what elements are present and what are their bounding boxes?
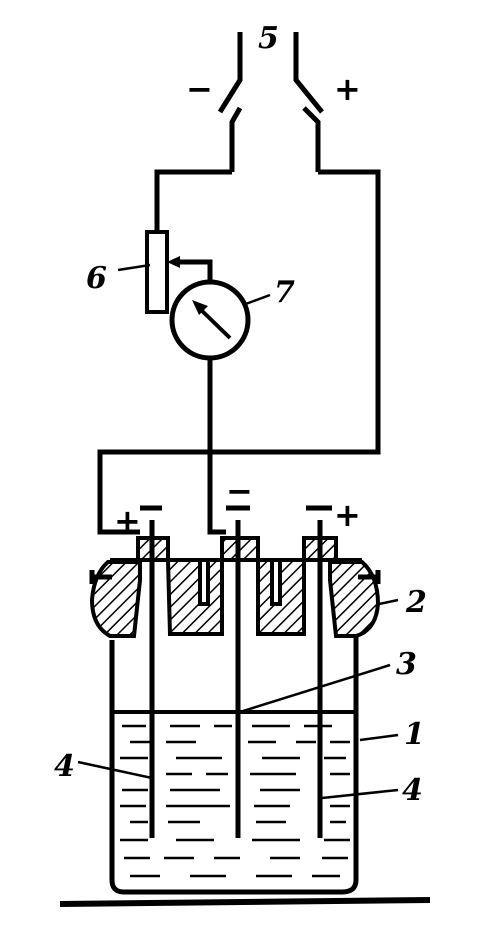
electrolyte-dashes: [120, 724, 350, 878]
label-stopper: 2: [405, 585, 427, 620]
label-switch: 5: [258, 21, 279, 56]
label-rheostat: 6: [86, 261, 107, 296]
label-meter: 7: [274, 275, 295, 310]
terminal-middle-sign: −: [226, 472, 253, 510]
stopper: [89, 536, 381, 638]
table-surface: [59, 897, 431, 907]
switch-minus-sign: −: [186, 70, 213, 108]
double-pole-switch: [217, 32, 324, 172]
circuit-wires: [97, 169, 381, 535]
label-electrode-left: 4: [54, 749, 75, 784]
galvanometer: [169, 279, 251, 361]
label-middle-electrode: 3: [396, 647, 417, 682]
label-electrode-right: 4: [402, 773, 423, 808]
rheostat: [145, 230, 180, 314]
electrodes: [140, 505, 332, 838]
switch-plus-sign: +: [334, 70, 361, 108]
terminal-left-sign: +: [114, 502, 141, 540]
label-vessel: 1: [404, 717, 425, 752]
terminal-right-sign: +: [334, 496, 361, 534]
leader-lines: [77, 263, 399, 800]
